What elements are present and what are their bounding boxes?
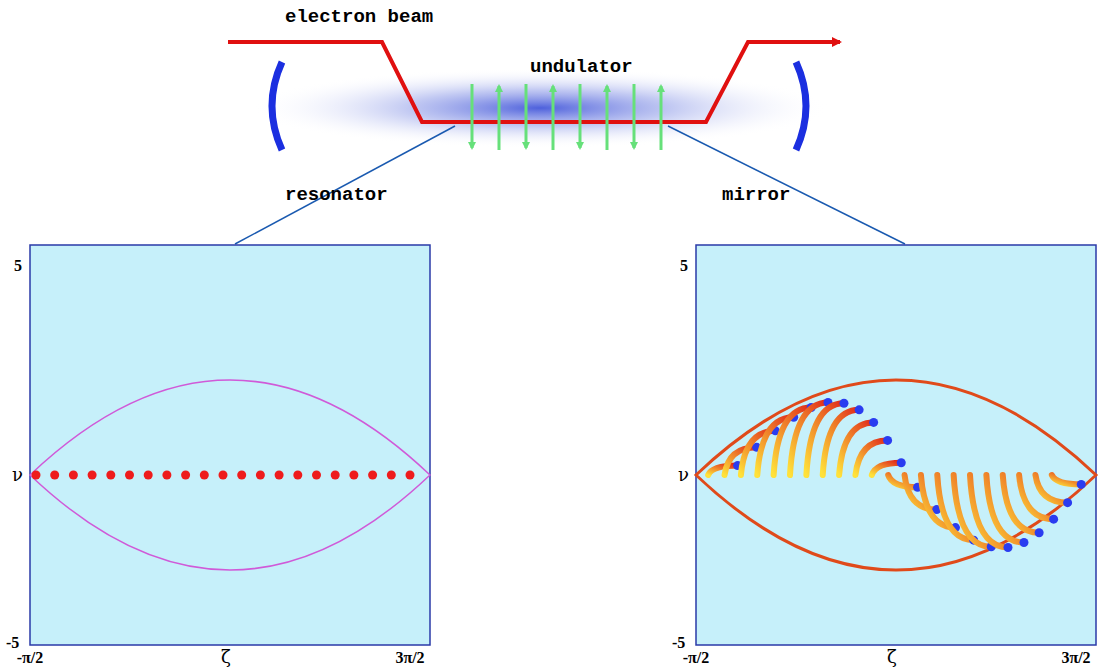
axis-label: ζ bbox=[221, 648, 231, 666]
axis-tick: -5 bbox=[672, 635, 685, 651]
electron-beam bbox=[228, 42, 840, 122]
mirror-left bbox=[272, 62, 282, 150]
axis-tick: 3π/2 bbox=[1061, 650, 1090, 666]
electron-dot bbox=[1004, 543, 1013, 552]
electron-dot bbox=[897, 458, 906, 467]
magnet-arrow bbox=[498, 86, 501, 150]
magnet-arrow bbox=[525, 84, 528, 148]
separatrix bbox=[30, 380, 430, 570]
trajectory-arc bbox=[1052, 475, 1081, 484]
beam-label: electron beam bbox=[285, 8, 433, 27]
axis-tick: -π/2 bbox=[683, 650, 710, 666]
electron-dot bbox=[162, 471, 171, 480]
component-label: resonator bbox=[285, 186, 388, 205]
electron-dot bbox=[219, 471, 228, 480]
phase-space-panel bbox=[696, 245, 1096, 645]
component-label: undulator bbox=[530, 58, 633, 77]
electron-dot bbox=[855, 405, 864, 414]
electron-dot bbox=[200, 471, 209, 480]
electron-dot bbox=[1035, 528, 1044, 537]
electron-dot bbox=[1063, 498, 1072, 507]
axis-tick: 5 bbox=[680, 258, 688, 274]
electron-dot bbox=[293, 471, 302, 480]
electron-dot bbox=[50, 471, 59, 480]
axis-tick: -5 bbox=[6, 635, 19, 651]
electron-dot bbox=[1019, 538, 1028, 547]
electron-dot bbox=[349, 471, 358, 480]
zoom-line bbox=[668, 126, 905, 244]
electron-dot bbox=[125, 471, 134, 480]
electron-dot bbox=[1077, 480, 1086, 489]
separatrix bbox=[696, 380, 1096, 570]
light-glow bbox=[250, 68, 830, 148]
electron-dot bbox=[1049, 515, 1058, 524]
electron-dot bbox=[106, 471, 115, 480]
magnet-arrow bbox=[552, 86, 555, 150]
magnet-arrow bbox=[579, 84, 582, 148]
axis-tick: 3π/2 bbox=[395, 650, 424, 666]
axis-tick: -π/2 bbox=[17, 650, 44, 666]
axis-label: ζ bbox=[887, 648, 897, 666]
electron-dot bbox=[387, 471, 396, 480]
electron-dot bbox=[144, 471, 153, 480]
undulator-magnets bbox=[472, 84, 661, 150]
magnet-arrow bbox=[660, 86, 663, 150]
electron-dot bbox=[275, 471, 284, 480]
axis-tick: 5 bbox=[14, 258, 22, 274]
mirror-right bbox=[796, 62, 806, 150]
electron-dot bbox=[406, 471, 415, 480]
magnet-arrow bbox=[471, 84, 474, 148]
electron-dot bbox=[839, 399, 848, 408]
electron-dot bbox=[312, 471, 321, 480]
axis-label: ν bbox=[678, 466, 689, 484]
component-label: mirror bbox=[722, 186, 790, 205]
electron-dot bbox=[69, 471, 78, 480]
zoom-line bbox=[235, 126, 455, 244]
electron-dot bbox=[32, 471, 41, 480]
electron-dots bbox=[32, 471, 415, 480]
axis-label: ν bbox=[12, 466, 23, 484]
electron-dot bbox=[181, 471, 190, 480]
magnet-arrow bbox=[633, 84, 636, 148]
electron-trajectories bbox=[708, 398, 1086, 552]
electron-dot bbox=[883, 436, 892, 445]
electron-dot bbox=[331, 471, 340, 480]
phase-space-panel bbox=[30, 245, 430, 645]
electron-dot bbox=[88, 471, 97, 480]
electron-dot bbox=[368, 471, 377, 480]
electron-dot bbox=[237, 471, 246, 480]
magnet-arrow bbox=[606, 86, 609, 150]
electron-dot bbox=[256, 471, 265, 480]
electron-dot bbox=[869, 418, 878, 427]
